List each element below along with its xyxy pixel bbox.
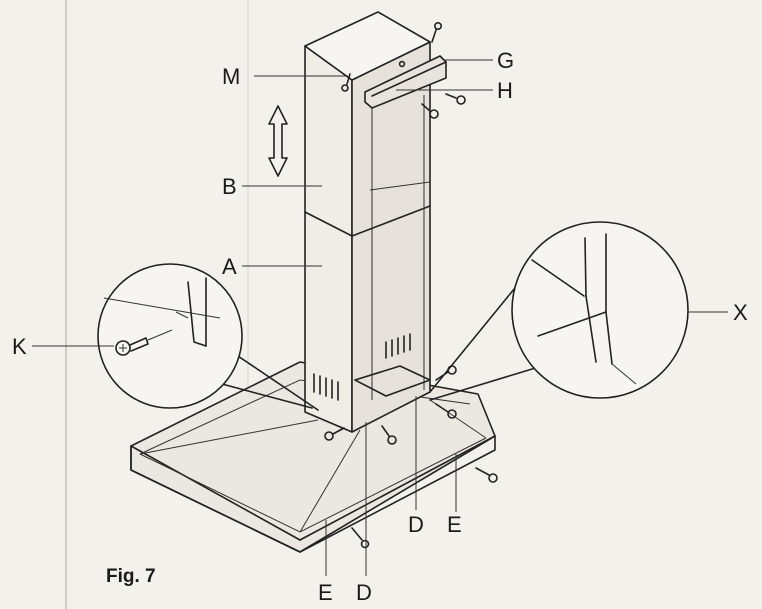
part-labels: M G H B A K X D E E D xyxy=(12,48,748,605)
label-b: B xyxy=(222,174,237,199)
screw-icon xyxy=(475,467,498,483)
label-m: M xyxy=(222,64,240,89)
adjustment-arrow-icon xyxy=(268,105,288,177)
detail-circle-x xyxy=(429,221,689,401)
label-d-bottom: D xyxy=(356,580,372,605)
label-x: X xyxy=(733,300,748,325)
screw-icon xyxy=(435,403,457,419)
screw-icon xyxy=(115,329,173,356)
duct-opening xyxy=(354,365,431,397)
label-k: K xyxy=(12,334,27,359)
detail-circle-k xyxy=(97,263,319,411)
screw-icon xyxy=(431,21,442,43)
label-e-bottom: E xyxy=(318,580,333,605)
screws xyxy=(324,21,498,549)
screw-icon xyxy=(381,425,397,445)
screw-icon xyxy=(398,60,406,68)
label-h: H xyxy=(497,78,513,103)
hood-canopy xyxy=(130,361,496,553)
leader-lines xyxy=(32,59,728,576)
screw-icon xyxy=(421,103,439,119)
vent-slots-left xyxy=(313,373,339,401)
label-e-right: E xyxy=(447,512,462,537)
screw-icon xyxy=(324,427,345,441)
label-d-right: D xyxy=(408,512,424,537)
screw-icon xyxy=(445,93,466,105)
label-a: A xyxy=(222,254,237,279)
vent-slots-right xyxy=(385,333,411,359)
figure-caption: Fig. 7 xyxy=(106,566,156,587)
screw-icon xyxy=(351,527,370,549)
mounting-bracket xyxy=(364,55,447,109)
screw-icon xyxy=(341,73,351,92)
label-g: G xyxy=(497,48,514,73)
